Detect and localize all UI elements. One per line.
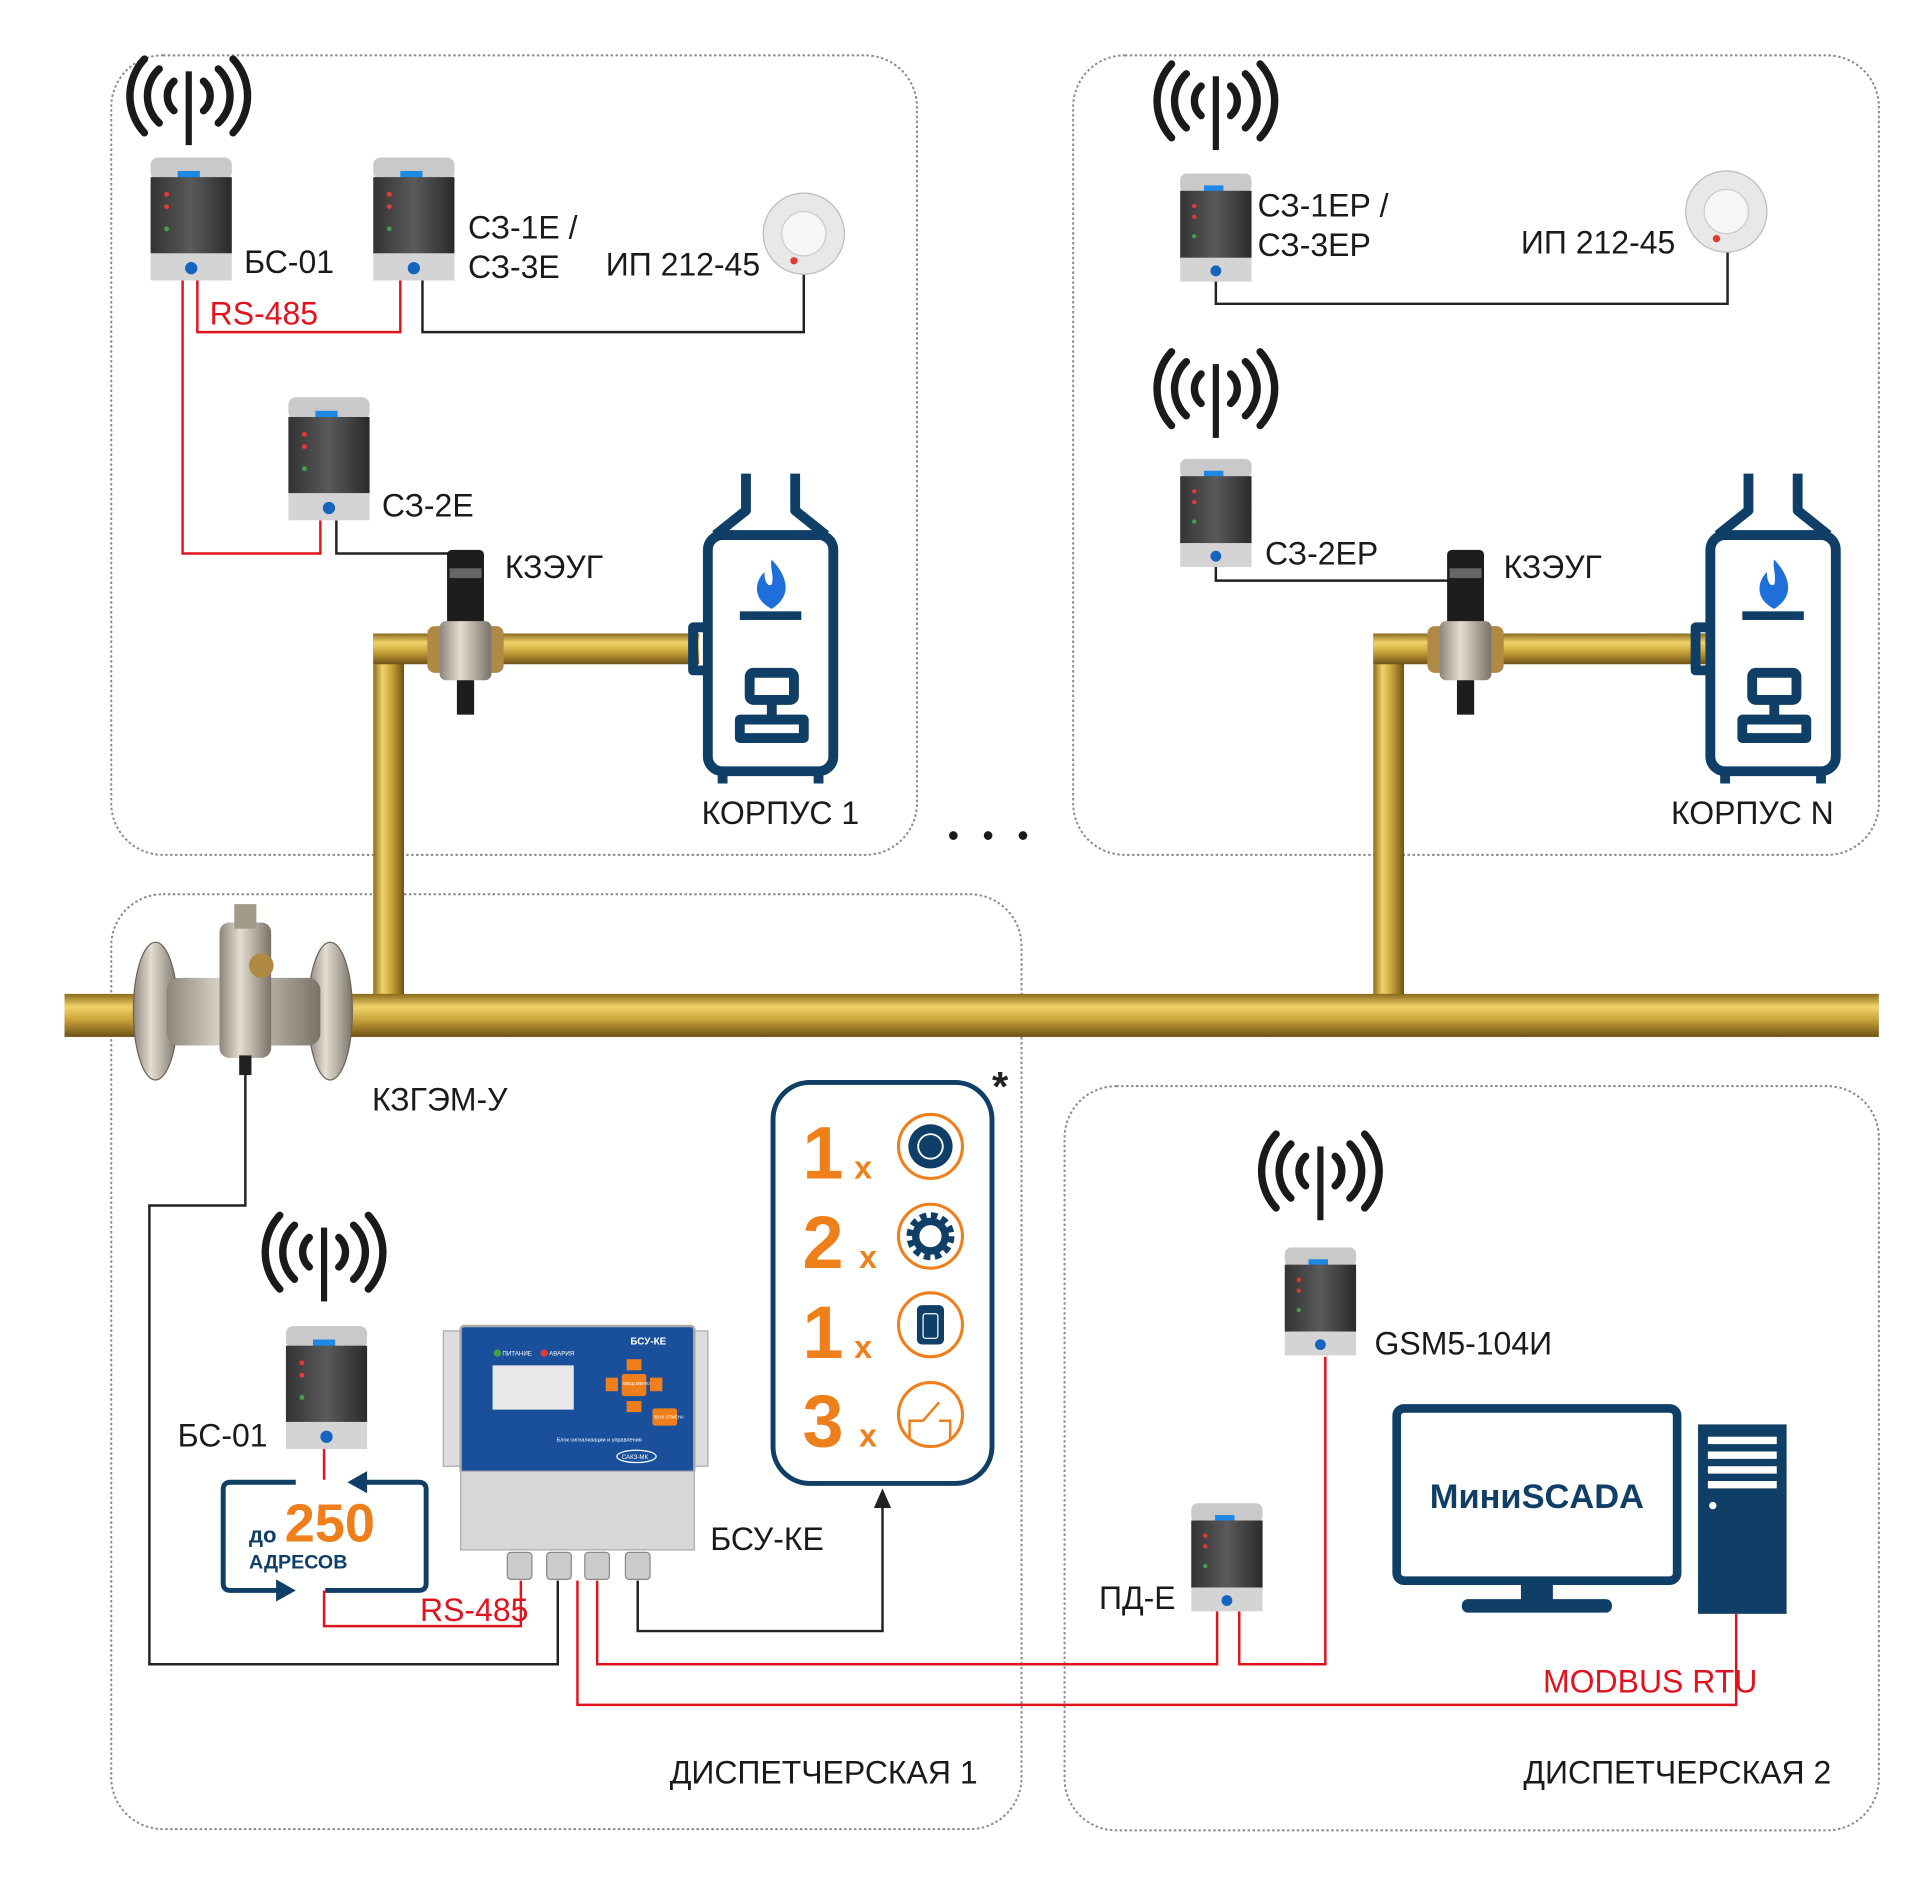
ellipsis: • • • (948, 817, 1036, 853)
device-pd-e (1191, 1503, 1263, 1612)
label-sz2ep: СЗ-2ЕР (1265, 536, 1378, 572)
panel-sound-label: ЗВУК ОТМЕНА (654, 1414, 684, 1419)
legend-item: 3 x (803, 1380, 964, 1463)
device-sz2ep (1180, 458, 1252, 567)
smoke-detector-right (1685, 170, 1768, 253)
sensor-device-icon (896, 1291, 964, 1359)
label-modbus: MODBUS RTU (1543, 1664, 1757, 1700)
miniscada-label: МиниSCADA (1430, 1478, 1644, 1516)
label-sz2e: СЗ-2Е (382, 488, 474, 524)
legend-mult: x (859, 1239, 877, 1275)
device-gsm-modem (1284, 1247, 1357, 1356)
label-kzgem: КЗГЭМ-У (372, 1082, 508, 1118)
label-building-n: КОРПУС N (1671, 795, 1834, 831)
label-sz1e-2: СЗ-3Е (468, 249, 560, 285)
panel-led-alarm: АВАРИЯ (549, 1351, 574, 1358)
boiler-icon (693, 474, 833, 784)
outputs-legend: * 1 x 2 x 1 x 3 x (770, 1063, 1009, 1486)
panel-enter-button (621, 1373, 647, 1397)
legend-mult: x (854, 1329, 872, 1365)
label-kzeug-left: КЗЭУГ (505, 549, 603, 585)
device-bs01-top (150, 157, 232, 281)
label-bsu: БСУ-КЕ (710, 1521, 824, 1557)
legend-item: 1 x (803, 1291, 964, 1374)
scada-workstation: МиниSCADA (1392, 1404, 1787, 1614)
wireless-antenna-icon (1157, 64, 1275, 150)
device-sz1ep (1180, 173, 1252, 282)
zone-dispatch-2 (1063, 1085, 1880, 1832)
panel-enter-label: ВВОД МЕНЮ (623, 1381, 650, 1386)
main-valve-kzgem (132, 904, 353, 1081)
device-bs01-bottom (285, 1326, 368, 1450)
zone-dispatch-1 (110, 893, 1023, 1831)
address-capacity-badge: до 250 АДРЕСОВ (220, 1471, 429, 1602)
zone-building-1 (110, 54, 918, 856)
legend-count: 1 (803, 1291, 844, 1374)
label-gsm: GSM5-104И (1375, 1325, 1553, 1361)
addresses-count: 250 (285, 1493, 375, 1553)
wireless-antenna-icon (265, 1215, 383, 1301)
legend-count: 2 (803, 1201, 844, 1284)
wireless-antenna-icon (1262, 1134, 1380, 1220)
legend-mult: x (854, 1149, 872, 1185)
label-pde: ПД-Е (1099, 1580, 1176, 1616)
boiler-icon (1696, 474, 1836, 784)
legend-count: 3 (803, 1380, 844, 1463)
device-sz1e (373, 157, 455, 281)
label-ip-right: ИП 212-45 (1521, 224, 1675, 260)
legend-mult: x (859, 1418, 877, 1454)
label-bs01-top: БС-01 (244, 244, 334, 280)
legend-item: 2 x (803, 1201, 964, 1284)
label-sz1ep-2: СЗ-3ЕР (1258, 227, 1371, 263)
wireless-antenna-icon (1157, 352, 1275, 438)
relay-switch-icon (896, 1381, 964, 1449)
smoke-detector-icon (896, 1112, 964, 1180)
panel-brand: САКЗ-МК (622, 1454, 649, 1461)
label-sz1ep-1: СЗ-1ЕР / (1258, 187, 1389, 223)
label-ip-left: ИП 212-45 (606, 247, 760, 283)
wiring (148, 252, 1738, 1707)
label-dispatch-1: ДИСПЕТЧЕРСКАЯ 1 (670, 1755, 978, 1791)
gas-pipeline (64, 633, 1879, 1037)
addresses-suffix: АДРЕСОВ (249, 1551, 347, 1573)
valve-kzeug-left (427, 549, 504, 715)
addresses-prefix: до (249, 1523, 277, 1548)
panel-title: БСУ-КЕ (630, 1336, 666, 1347)
panel-caption: Блок сигнализации и управления (557, 1438, 642, 1444)
wireless-antenna-icon (130, 59, 248, 145)
valve-kzeug-right (1427, 549, 1504, 715)
label-dispatch-2: ДИСПЕТЧЕРСКАЯ 2 (1523, 1755, 1831, 1791)
device-sz2e (288, 397, 370, 521)
control-unit-bsu-ke: ПИТАНИЕ АВАРИЯ БСУ-КЕ ВВОД МЕНЮ ЗВУК ОТМ… (442, 1324, 709, 1581)
panel-led-power: ПИТАНИЕ (502, 1351, 531, 1358)
legend-asterisk: * (992, 1063, 1009, 1110)
label-sz1e-1: СЗ-1Е / (468, 210, 578, 246)
smoke-detector-left (762, 192, 845, 275)
label-bs01-bottom: БС-01 (178, 1418, 268, 1454)
label-rs485-bottom: RS-485 (420, 1592, 528, 1628)
label-rs485-top: RS-485 (210, 296, 318, 332)
legend-item: 1 x (803, 1111, 964, 1194)
label-kzeug-right: КЗЭУГ (1504, 549, 1602, 585)
gear-icon (896, 1202, 964, 1270)
label-building-1: КОРПУС 1 (702, 795, 860, 831)
zone-building-n (1072, 54, 1880, 856)
legend-count: 1 (803, 1111, 844, 1194)
